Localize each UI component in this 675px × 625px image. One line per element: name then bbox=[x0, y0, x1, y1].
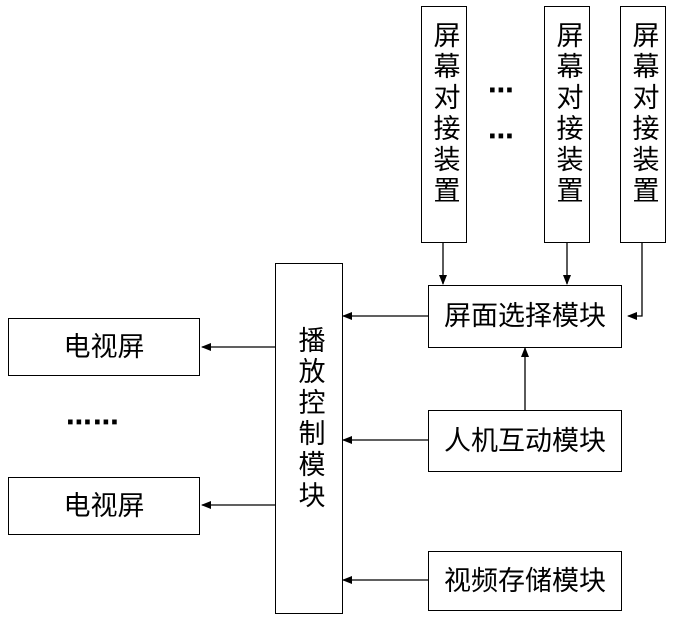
docking-ellipsis-1: ⋯ bbox=[488, 78, 515, 104]
tv-screen-bottom: 电视屏 bbox=[8, 477, 200, 535]
screen-select-module-label: 屏面选择模块 bbox=[444, 303, 606, 330]
tv-ellipsis: ⋯⋯ bbox=[66, 410, 120, 436]
video-storage-module-label: 视频存储模块 bbox=[444, 568, 606, 595]
screen-docking-device-3: 屏幕对接装置 bbox=[620, 6, 666, 243]
tv-screen-top: 电视屏 bbox=[8, 318, 200, 376]
tv-screen-bottom-label: 电视屏 bbox=[64, 493, 145, 520]
screen-select-module: 屏面选择模块 bbox=[428, 285, 622, 348]
screen-docking-device-2-label: 屏幕对接装置 bbox=[554, 21, 581, 207]
screen-docking-device-2: 屏幕对接装置 bbox=[544, 6, 590, 243]
screen-docking-device-3-label: 屏幕对接装置 bbox=[630, 21, 657, 207]
playback-control-module-label: 播放控制模块 bbox=[296, 326, 323, 512]
docking-ellipsis-2: ⋯ bbox=[488, 124, 515, 150]
tv-screen-top-label: 电视屏 bbox=[64, 334, 145, 361]
hci-module: 人机互动模块 bbox=[428, 410, 622, 472]
screen-docking-device-1-label: 屏幕对接装置 bbox=[431, 21, 458, 207]
playback-control-module: 播放控制模块 bbox=[275, 263, 343, 614]
arrow-dock3-to-select bbox=[628, 243, 642, 316]
hci-module-label: 人机互动模块 bbox=[444, 428, 606, 455]
video-storage-module: 视频存储模块 bbox=[428, 551, 622, 611]
screen-docking-device-1: 屏幕对接装置 bbox=[421, 6, 467, 243]
